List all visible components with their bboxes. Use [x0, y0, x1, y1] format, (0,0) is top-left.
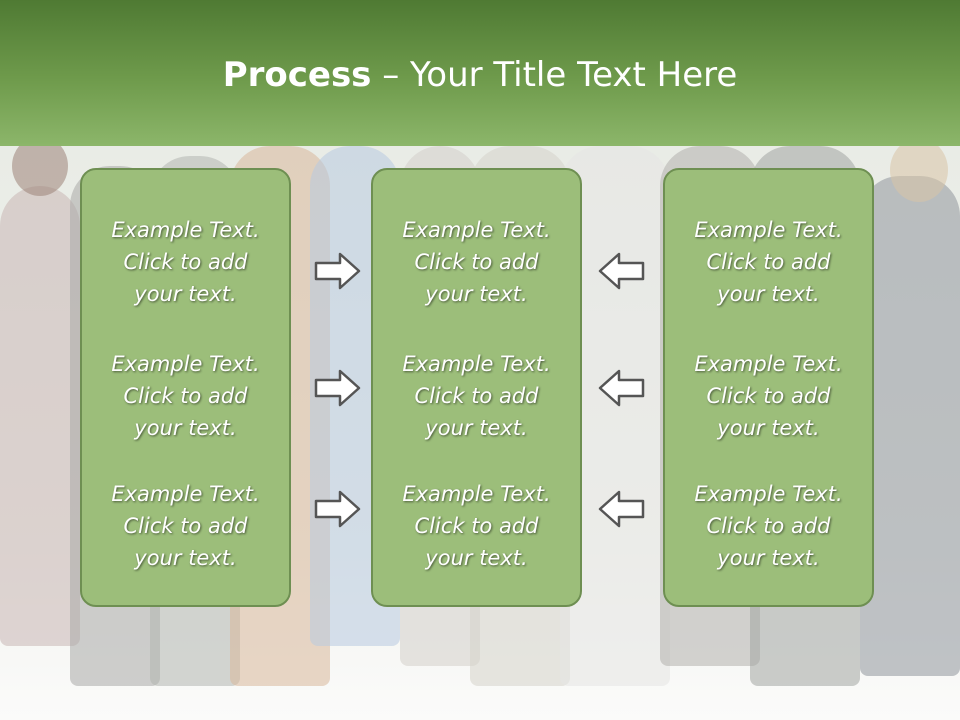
panel-center-text-3[interactable]: Example Text. Click to add your text.	[402, 482, 551, 570]
panel-left-text-2[interactable]: Example Text. Click to add your text.	[111, 352, 260, 440]
arrow-right-icon	[314, 369, 361, 407]
arrow-right-icon	[314, 252, 361, 290]
arrow-left-icon	[598, 252, 645, 290]
panel-right-text-1[interactable]: Example Text. Click to add your text.	[694, 218, 843, 306]
title-bold: Process	[222, 55, 372, 95]
arrow-left-icon	[598, 369, 645, 407]
panel-left-text-1[interactable]: Example Text. Click to add your text.	[111, 218, 260, 306]
panel-left-text-3[interactable]: Example Text. Click to add your text.	[111, 482, 260, 570]
slide-header	[0, 0, 960, 146]
panel-left[interactable]: Example Text. Click to add your text. Ex…	[80, 168, 291, 607]
arrow-right-icon	[314, 490, 361, 528]
panel-right-text-3[interactable]: Example Text. Click to add your text.	[694, 482, 843, 570]
panel-center[interactable]: Example Text. Click to add your text. Ex…	[371, 168, 582, 607]
slide-title[interactable]: Process – Your Title Text Here	[0, 52, 960, 98]
title-rest: – Your Title Text Here	[371, 55, 738, 95]
panel-right-text-2[interactable]: Example Text. Click to add your text.	[694, 352, 843, 440]
panel-center-text-1[interactable]: Example Text. Click to add your text.	[402, 218, 551, 306]
panel-center-text-2[interactable]: Example Text. Click to add your text.	[402, 352, 551, 440]
panel-right[interactable]: Example Text. Click to add your text. Ex…	[663, 168, 874, 607]
arrow-left-icon	[598, 490, 645, 528]
